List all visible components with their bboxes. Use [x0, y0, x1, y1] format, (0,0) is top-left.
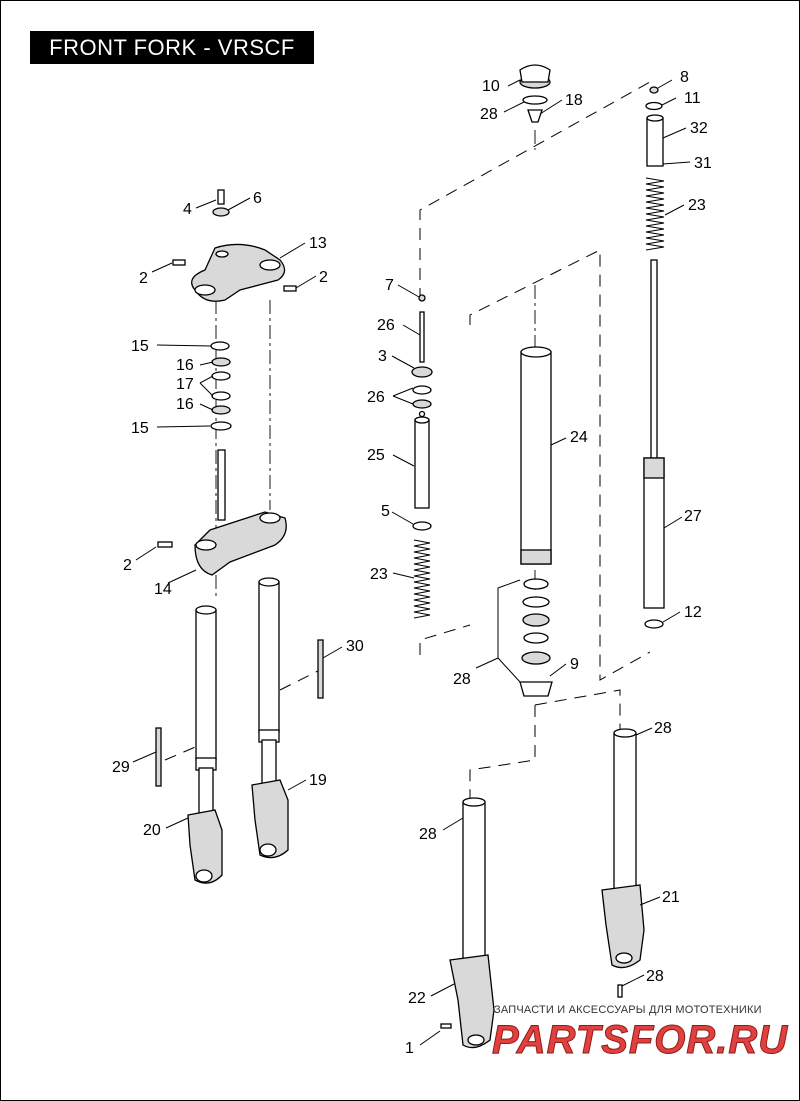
callout-label: 19: [309, 772, 327, 789]
callout-label: 31: [694, 155, 712, 172]
steering-head-bearings: [210, 341, 232, 431]
lower-fork-bracket: [157, 449, 287, 576]
right-fork-spring: [645, 177, 665, 251]
callout-label: 14: [154, 581, 172, 598]
callout-leader-lines: [132, 79, 691, 1046]
callout-label: 28: [419, 826, 437, 843]
callout-label: 28: [480, 106, 498, 123]
callout-label: 10: [482, 78, 500, 95]
damper-internal-parts: [411, 294, 433, 619]
callout-label: 2: [139, 270, 148, 287]
callout-label: 3: [378, 348, 387, 365]
callout-label: 2: [123, 557, 132, 574]
callout-label: 29: [112, 759, 130, 776]
callout-label: 30: [346, 638, 364, 655]
callout-label: 2: [319, 269, 328, 286]
callout-label: 21: [662, 889, 680, 906]
callout-label: 9: [570, 656, 579, 673]
fork-bolt-small-parts: [645, 86, 663, 111]
callout-label: 1: [405, 1040, 414, 1057]
callout-label: 28: [646, 968, 664, 985]
fork-reflectors: [155, 639, 324, 787]
callout-label: 23: [688, 197, 706, 214]
callout-label: 32: [690, 120, 708, 137]
left-lower-slider: [440, 797, 495, 1049]
top-clamp-pinch-bolts: [172, 259, 297, 292]
callout-label: 28: [453, 671, 471, 688]
callout-label: 13: [309, 235, 327, 252]
callout-label: 7: [385, 277, 394, 294]
stem-bolt-and-washer: [212, 189, 230, 217]
callout-label: 25: [367, 447, 385, 464]
watermark-logo: PARTSFOR.RU: [491, 1018, 789, 1063]
fork-slider-tube: [519, 346, 553, 697]
callout-label: 24: [570, 429, 588, 446]
right-lower-slider: [601, 728, 645, 998]
callout-label: 12: [684, 604, 702, 621]
callout-label: 15: [131, 420, 149, 437]
left-fork-assembly: [187, 605, 223, 884]
right-fork-assembly: [251, 577, 289, 859]
callout-label: 6: [253, 190, 262, 207]
callout-label: 8: [680, 69, 689, 86]
callout-label: 22: [408, 990, 426, 1007]
callout-label: 28: [654, 720, 672, 737]
callout-label: 4: [183, 201, 192, 218]
damper-rod-tube: [646, 114, 664, 167]
fork-cap-assembly: [519, 64, 551, 123]
callout-labels: 10 8 11 28 18 32 31 4 6 23 13 2 2 7 26 1…: [112, 69, 712, 1057]
callout-label: 11: [684, 90, 701, 107]
watermark-subtitle: ЗАПЧАСТИ И АКСЕССУАРЫ ДЛЯ МОТОТЕХНИКИ: [494, 1004, 762, 1016]
diagram-title: FRONT FORK - VRSCF: [30, 31, 314, 64]
callout-label: 26: [377, 317, 395, 334]
callout-label: 23: [370, 566, 388, 583]
callout-label: 17: [176, 376, 194, 393]
callout-label: 5: [381, 503, 390, 520]
callout-label: 15: [131, 338, 149, 355]
callout-label: 16: [176, 357, 194, 374]
callout-label: 16: [176, 396, 194, 413]
callout-label: 20: [143, 822, 161, 839]
upper-fork-bracket: [191, 243, 286, 302]
callout-label: 18: [565, 92, 583, 109]
damper-rod: [643, 259, 665, 629]
callout-label: 27: [684, 508, 702, 525]
callout-label: 26: [367, 389, 385, 406]
